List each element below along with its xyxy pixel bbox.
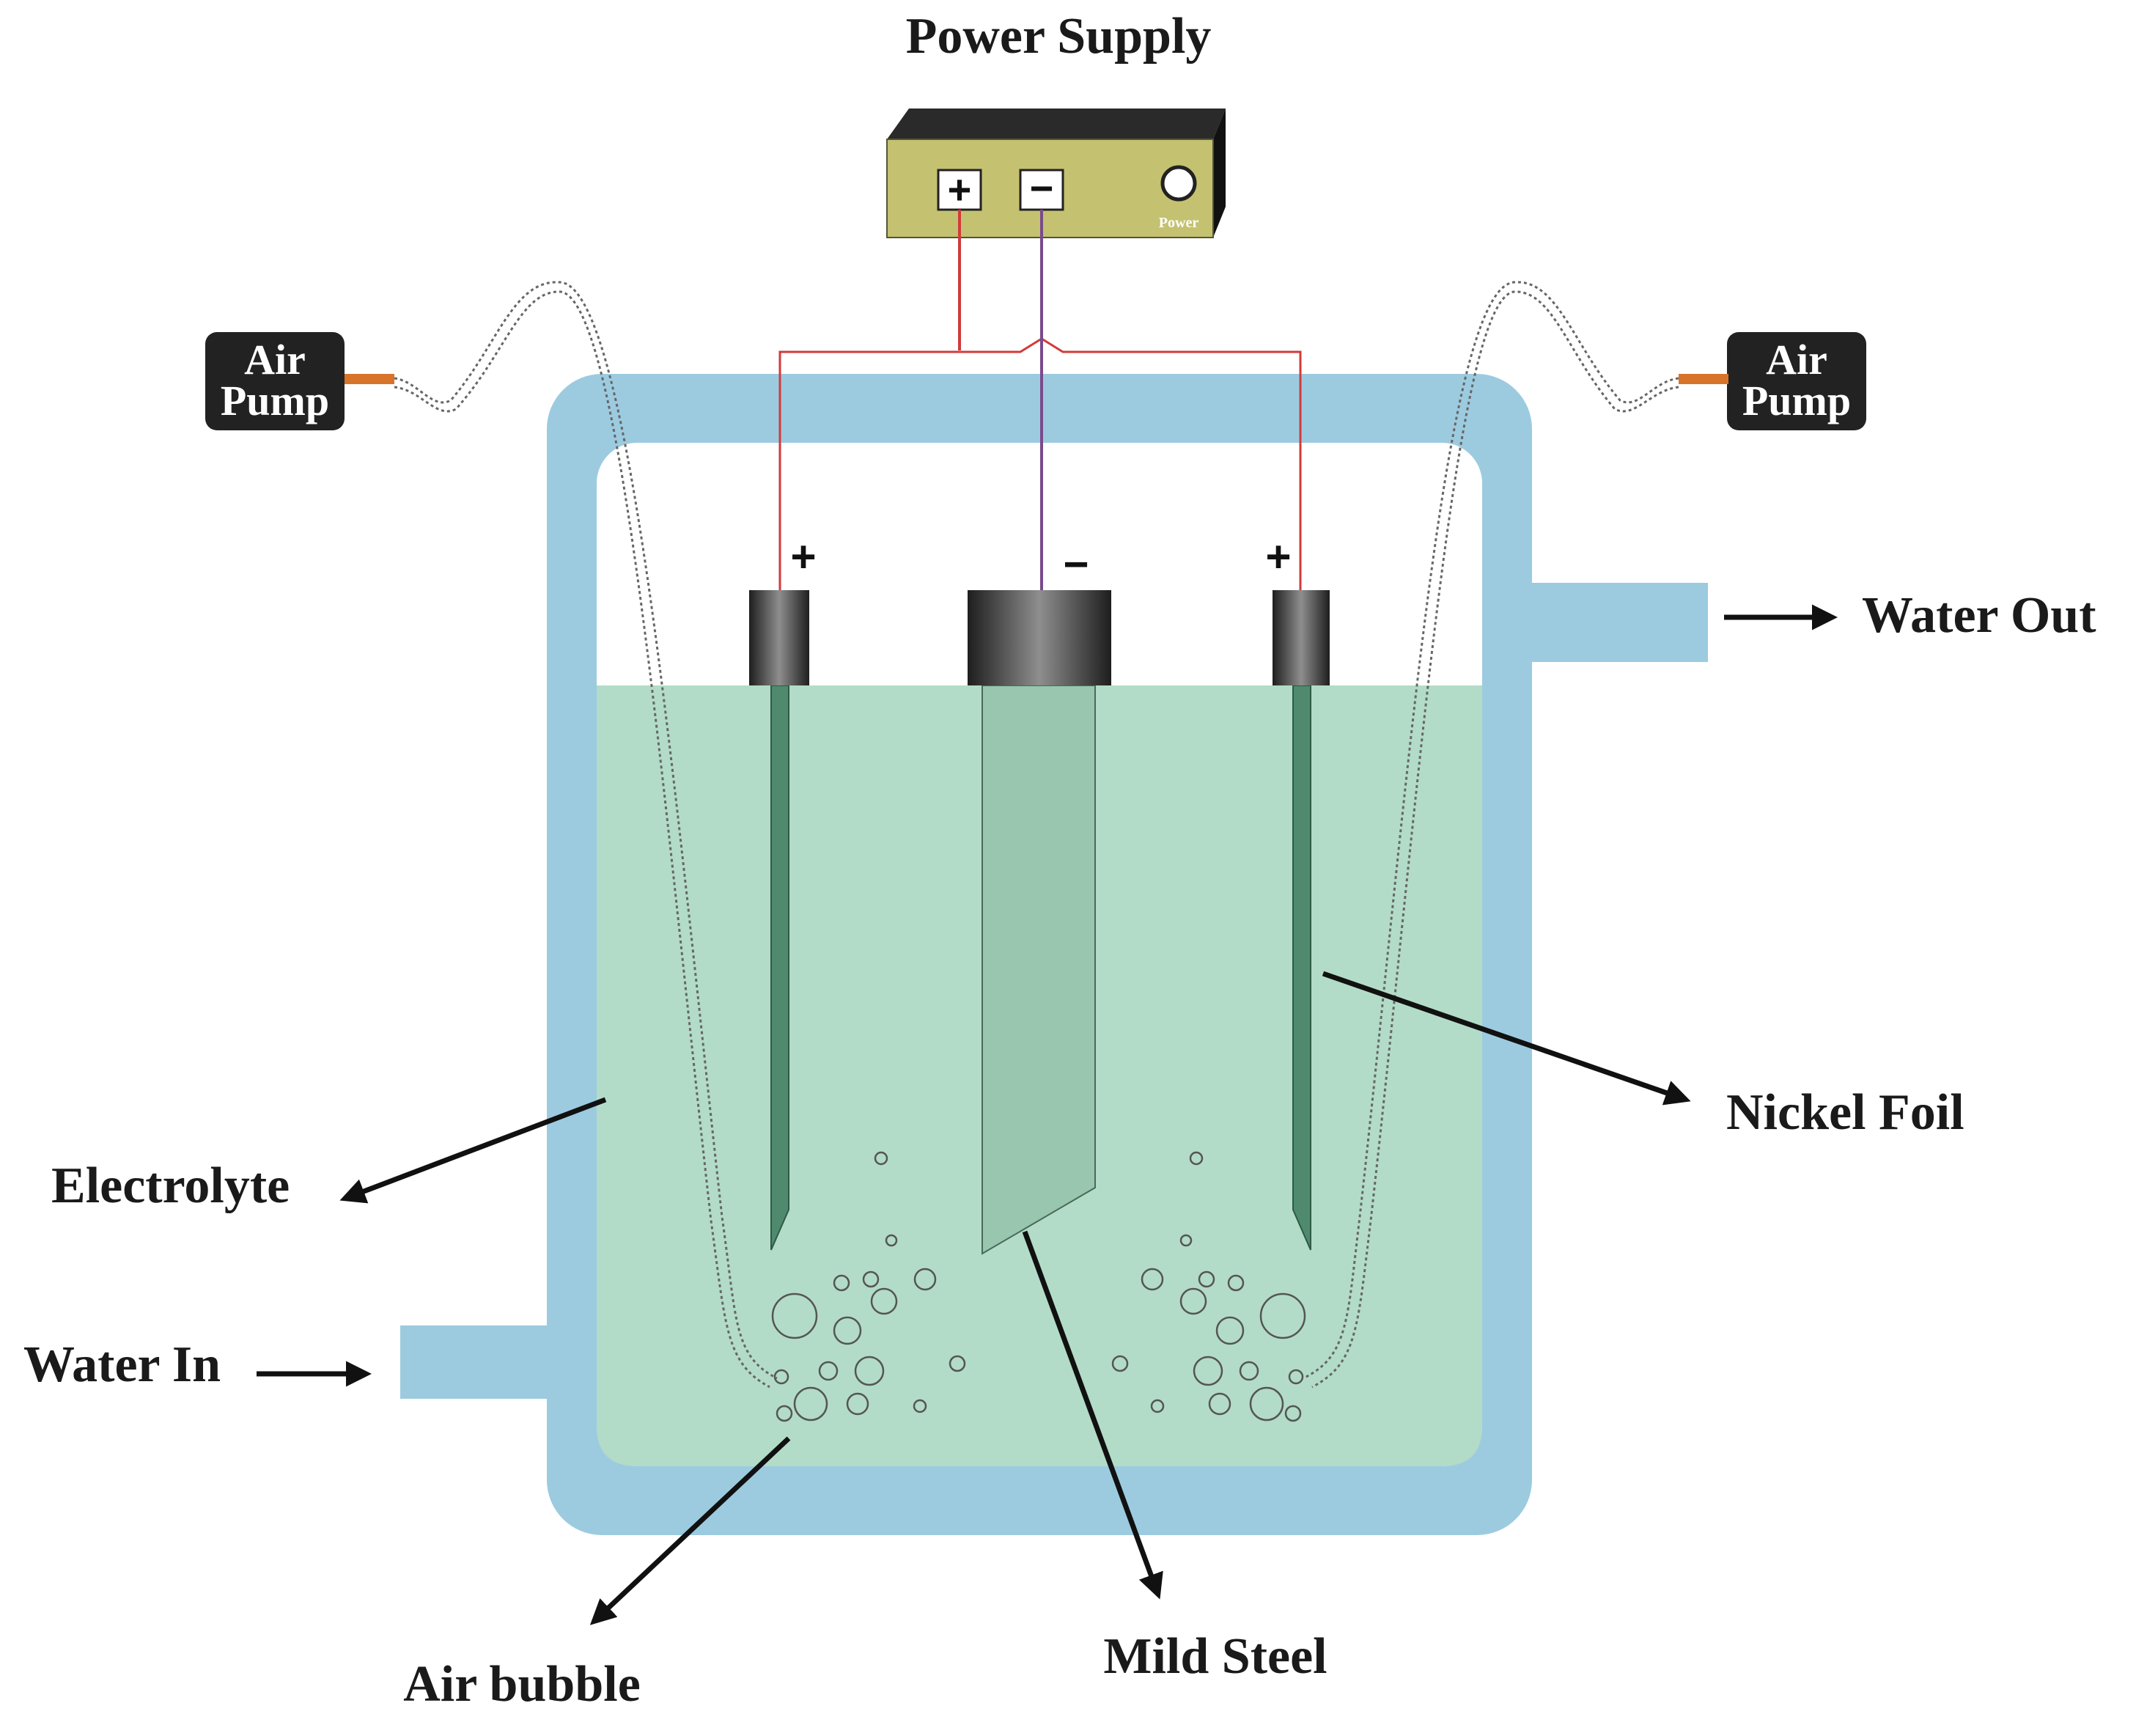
mild-steel-cathode xyxy=(982,685,1096,1255)
air-tubes xyxy=(394,281,1679,1389)
air-bubble-arrow xyxy=(589,1436,791,1625)
air-pump-left-line2: Pump xyxy=(221,377,329,424)
power-supply-label: Power Supply xyxy=(906,8,1212,65)
nickel-foil-left xyxy=(770,685,789,1251)
bubble xyxy=(1179,1234,1193,1247)
bubble xyxy=(1215,1316,1245,1345)
bubble xyxy=(1288,1369,1304,1385)
bubble xyxy=(1198,1270,1215,1288)
positive-terminal-sign: + xyxy=(948,166,972,213)
power-supply: + − Power xyxy=(886,108,1226,238)
bubble xyxy=(1249,1386,1284,1421)
negative-terminal xyxy=(1019,169,1064,211)
water-out-pipe xyxy=(1517,583,1708,662)
air-pump-right-line2: Pump xyxy=(1742,377,1851,424)
positive-terminal xyxy=(937,169,982,211)
electrolyte-arrow xyxy=(339,1097,607,1204)
bubble xyxy=(833,1316,862,1345)
air-pump-right-body xyxy=(1727,332,1866,430)
air-tube-left-outer xyxy=(394,281,778,1380)
nickel-foil-right xyxy=(1292,685,1311,1251)
bubble xyxy=(1150,1399,1165,1413)
anode-cap-right xyxy=(1273,590,1330,685)
nickel-foil-label: Nickel Foil xyxy=(1726,1084,1964,1141)
water-in-label: Water In xyxy=(23,1336,221,1393)
air-pump-left-nozzle xyxy=(345,374,394,384)
bubble xyxy=(846,1392,869,1416)
bubble xyxy=(1111,1355,1129,1372)
bubble xyxy=(862,1270,880,1288)
bubble xyxy=(793,1386,828,1421)
bubble xyxy=(854,1356,885,1386)
wiring xyxy=(778,210,1302,590)
bubble xyxy=(885,1234,898,1247)
air-bubble-label: Air bubble xyxy=(403,1656,641,1713)
air-pump-right-line1: Air xyxy=(1766,336,1827,383)
bubble xyxy=(949,1355,966,1372)
power-button xyxy=(1160,165,1197,202)
bubble xyxy=(1193,1356,1223,1386)
anode-cap-left xyxy=(749,590,809,685)
bubble xyxy=(913,1268,937,1291)
bubble xyxy=(1239,1361,1259,1381)
air-pump-left: Air Pump xyxy=(205,332,394,430)
cathode-minus-sign: − xyxy=(1063,540,1089,589)
bubble xyxy=(1227,1274,1245,1292)
pointer-arrows xyxy=(257,604,1838,1625)
air-tube-left-inner xyxy=(394,290,770,1389)
bubble xyxy=(776,1405,793,1422)
air-tube-right-outer xyxy=(1303,281,1679,1380)
water-out-label: Water Out xyxy=(1862,587,2096,644)
bubble xyxy=(1284,1405,1302,1422)
mild-steel-label: Mild Steel xyxy=(1103,1628,1327,1685)
bubble xyxy=(1141,1268,1164,1291)
bubble xyxy=(833,1274,850,1292)
bubble xyxy=(773,1369,789,1385)
air-pump-left-body xyxy=(205,332,345,430)
air-pump-right: Air Pump xyxy=(1679,332,1866,430)
water-in-pipe xyxy=(400,1325,561,1399)
bubble xyxy=(1189,1151,1204,1166)
power-supply-side xyxy=(1213,108,1226,238)
air-pump-left-line1: Air xyxy=(244,336,306,383)
bubble xyxy=(1259,1292,1306,1339)
bubble xyxy=(818,1361,839,1381)
air-pump-right-nozzle xyxy=(1679,374,1728,384)
bubble xyxy=(874,1151,888,1166)
anode-right-plus-sign: + xyxy=(1265,532,1291,581)
bubble xyxy=(913,1399,927,1413)
electrodes xyxy=(749,590,1330,1255)
negative-terminal-sign: − xyxy=(1030,165,1054,211)
bubble xyxy=(771,1292,818,1339)
electrolyte-label: Electrolyte xyxy=(51,1158,290,1214)
cathode-cap xyxy=(968,590,1111,685)
bubble xyxy=(870,1287,898,1315)
nickel-foil-arrow xyxy=(1322,971,1691,1106)
bubble xyxy=(1208,1392,1231,1416)
air-bubbles xyxy=(771,1151,1306,1422)
anode-left-plus-sign: + xyxy=(790,532,816,581)
bubble xyxy=(1179,1287,1207,1315)
mild-steel-arrow xyxy=(1022,1230,1163,1600)
power-button-label: Power xyxy=(1159,215,1199,231)
power-supply-top xyxy=(887,108,1226,139)
